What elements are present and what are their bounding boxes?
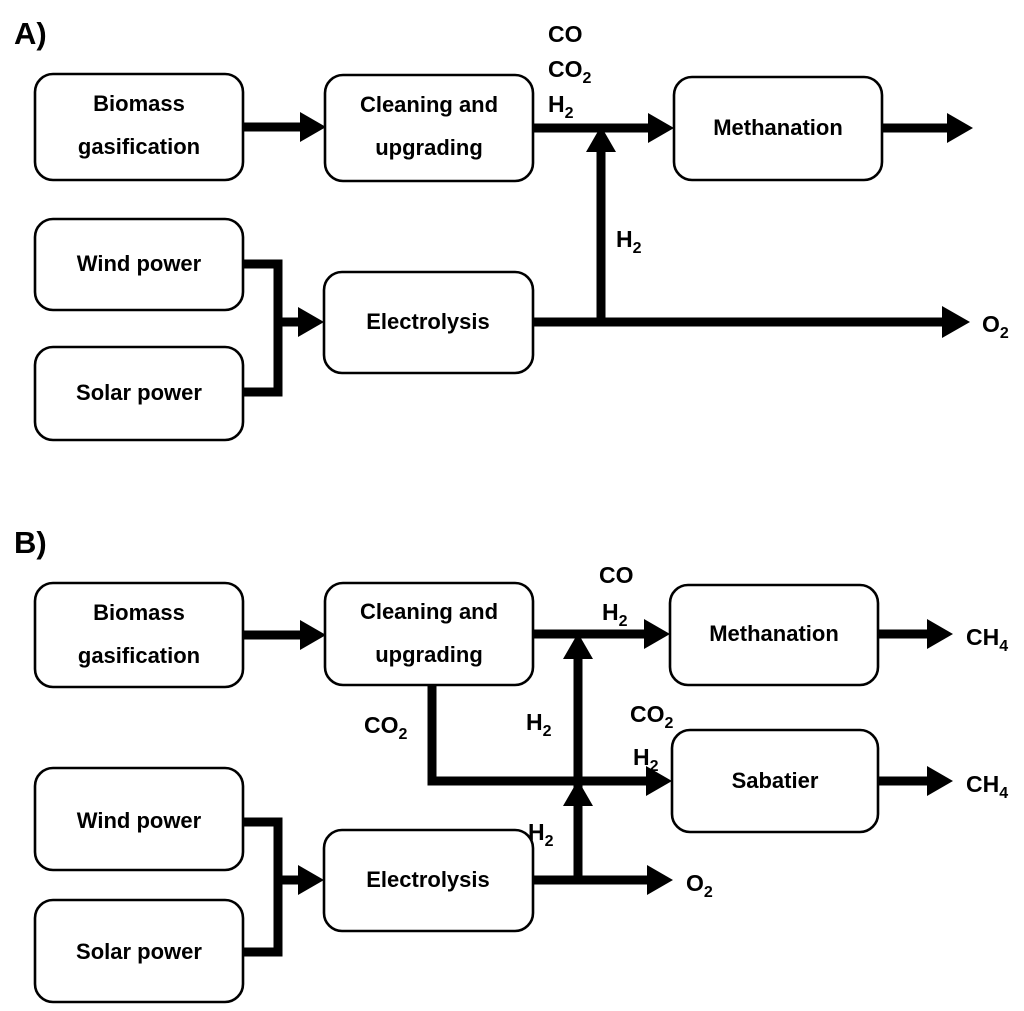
box-b-electrolysis[interactable]: Electrolysis — [322, 828, 535, 933]
flow-label-b-ch4-methanation: CH4 — [966, 624, 1008, 655]
connector-a-cleaning-to-methanation — [533, 113, 674, 143]
connector-b-power-to-electrolysis — [243, 817, 324, 957]
box-a-solar-power[interactable]: Solar power — [33, 345, 245, 442]
flow-label-b-co: CO — [599, 562, 634, 588]
box-b-cleaning-upgrading-line1: Cleaning and — [360, 599, 498, 624]
connector-b-cleaning-to-methanation — [533, 619, 670, 649]
box-b-electrolysis-label: Electrolysis — [366, 867, 490, 892]
flow-label-b-h2-sabatier: H2 — [633, 744, 659, 775]
box-b-biomass-gasification-line2: gasification — [78, 643, 200, 668]
flow-label-b-h2-riser-upper: H2 — [526, 709, 552, 740]
box-a-wind-power[interactable]: Wind power — [33, 217, 245, 312]
flow-label-a-h2-riser: H2 — [616, 226, 642, 257]
box-b-biomass-gasification[interactable]: Biomass gasification — [33, 581, 245, 689]
box-a-electrolysis[interactable]: Electrolysis — [322, 270, 535, 375]
box-b-wind-power-label: Wind power — [77, 808, 202, 833]
connector-a-electrolysis-outlet — [533, 126, 970, 338]
box-a-biomass-gasification-line1: Biomass — [93, 91, 185, 116]
flow-label-b-co2-cleaning: CO2 — [364, 712, 408, 743]
box-b-cleaning-upgrading-line2: upgrading — [375, 642, 483, 667]
box-a-biomass-gasification[interactable]: Biomass gasification — [33, 72, 245, 182]
box-b-biomass-gasification-line1: Biomass — [93, 600, 185, 625]
flow-label-a-co: CO — [548, 21, 583, 47]
connector-b-electrolysis-o2-outlet — [533, 865, 673, 895]
box-b-sabatier-label: Sabatier — [732, 768, 819, 793]
box-a-cleaning-upgrading[interactable]: Cleaning and upgrading — [323, 73, 535, 183]
flow-label-a-co2: CO2 — [548, 56, 592, 87]
panel-a-label: A) — [14, 16, 47, 51]
box-a-solar-power-label: Solar power — [76, 380, 202, 405]
box-b-methanation-label: Methanation — [709, 621, 839, 646]
connector-b-h2-riser — [563, 633, 593, 880]
box-a-methanation-label: Methanation — [713, 115, 843, 140]
box-a-wind-power-label: Wind power — [77, 251, 202, 276]
flow-label-b-ch4-sabatier: CH4 — [966, 771, 1008, 802]
connector-b-sabatier-outlet — [878, 766, 953, 796]
connector-a-power-to-electrolysis — [243, 259, 324, 397]
connector-a-biomass-to-cleaning — [243, 112, 326, 142]
box-a-methanation[interactable]: Methanation — [672, 75, 884, 182]
box-a-biomass-gasification-line2: gasification — [78, 134, 200, 159]
flow-label-b-co2-sabatier: CO2 — [630, 701, 674, 732]
box-b-sabatier[interactable]: Sabatier — [670, 728, 880, 834]
flow-label-b-h2-methanation: H2 — [602, 599, 628, 630]
box-b-cleaning-upgrading[interactable]: Cleaning and upgrading — [323, 581, 535, 687]
flow-label-a-h2-syngas: H2 — [548, 91, 574, 122]
box-b-solar-power-label: Solar power — [76, 939, 202, 964]
box-b-methanation[interactable]: Methanation — [668, 583, 880, 687]
box-b-wind-power[interactable]: Wind power — [33, 766, 245, 872]
flow-label-b-o2: O2 — [686, 870, 713, 901]
box-a-electrolysis-label: Electrolysis — [366, 309, 490, 334]
box-b-solar-power[interactable]: Solar power — [33, 898, 245, 1004]
connector-b-methanation-outlet — [878, 619, 953, 649]
flow-label-a-o2: O2 — [982, 311, 1009, 342]
connector-b-biomass-to-cleaning — [243, 620, 326, 650]
panel-b: B) — [14, 525, 1008, 1004]
connector-a-methanation-outlet — [882, 113, 973, 143]
panel-a: A) Bi — [14, 16, 1009, 442]
box-a-cleaning-upgrading-line1: Cleaning and — [360, 92, 498, 117]
box-a-cleaning-upgrading-line2: upgrading — [375, 135, 483, 160]
panel-b-label: B) — [14, 525, 47, 560]
flow-label-b-h2-riser-lower: H2 — [528, 819, 554, 850]
